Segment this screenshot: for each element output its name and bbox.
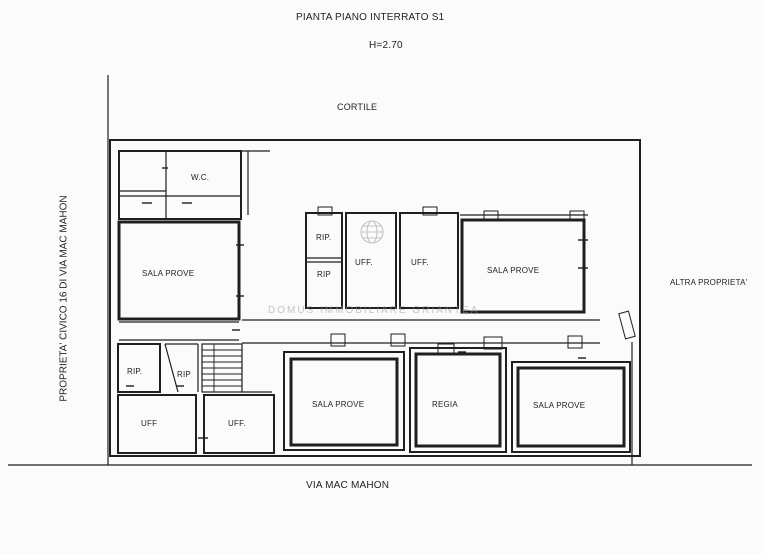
sala-prove-right-bottom-room (516, 366, 626, 448)
room-label-sala-prove-right-bottom: SALA PROVE (533, 401, 586, 410)
room-label-sala-prove-left: SALA PROVE (142, 269, 195, 278)
ceiling-height-note: H=2.70 (369, 40, 403, 51)
room-label-uff-center-lower: UFF. (228, 419, 246, 428)
label-right-property: ALTRA PROPRIETA' (670, 278, 748, 287)
label-cortile: CORTILE (337, 102, 378, 112)
building-outer-wall (109, 139, 641, 457)
wc-block (118, 150, 242, 220)
plan-title: PIANTA PIANO INTERRATO S1 (296, 12, 445, 23)
uff-center-lower-room (203, 394, 275, 454)
sala-prove-center-room (289, 357, 399, 447)
watermark-text: DOMUS IMMOBILIARE GRIANTEA (268, 305, 480, 316)
room-label-uff-1: UFF. (355, 258, 373, 267)
regia-outer (409, 347, 507, 453)
room-label-uff-left-lower: UFF (141, 419, 158, 428)
regia-room (414, 352, 502, 448)
room-label-rip-1: RIP. (316, 233, 332, 242)
room-label-sala-prove-center: SALA PROVE (312, 400, 365, 409)
room-label-sala-prove-right-top: SALA PROVE (487, 266, 540, 275)
uff-2-room (399, 212, 459, 309)
rip-left-lower-room (117, 343, 161, 393)
room-label-regia: REGIA (432, 400, 458, 409)
room-label-rip-stair: RIP (177, 370, 191, 379)
room-label-wc: W.C. (191, 173, 210, 182)
rip-column (305, 212, 343, 309)
room-label-rip-left-lower: RIP. (127, 367, 143, 376)
room-label-rip-2: RIP (317, 270, 331, 279)
label-left-property: PROPRIETA' CIVICO 16 DI VIA MAC MAHON (58, 195, 70, 402)
uff-1-room (345, 212, 397, 309)
sala-prove-left-room (117, 220, 241, 321)
sala-prove-right-top-room (460, 218, 586, 314)
uff-left-lower-room (117, 394, 197, 454)
room-label-uff-2: UFF. (411, 258, 429, 267)
watermark-globe-icon (360, 220, 384, 244)
label-via-mac-mahon: VIA MAC MAHON (306, 480, 390, 491)
sala-prove-right-bottom-outer (511, 361, 631, 453)
